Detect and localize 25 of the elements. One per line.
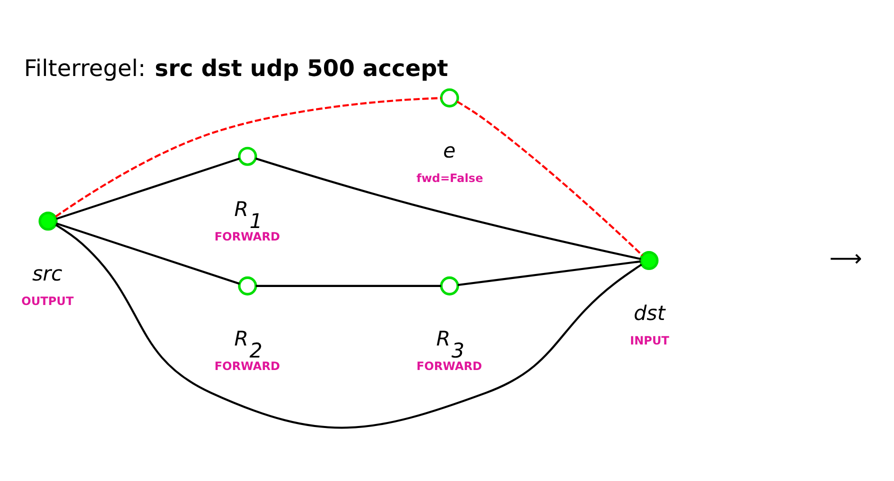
node-label: src (32, 261, 62, 286)
label: ⟶ (829, 246, 862, 272)
connector (55, 224, 642, 428)
node-label: FORWARD (416, 358, 482, 373)
node-circle (639, 250, 659, 270)
connector (55, 96, 442, 217)
node-circle (440, 88, 460, 107)
node-label: dst (634, 300, 666, 324)
connector (255, 157, 641, 260)
node-label: OUTPUT (21, 294, 74, 308)
node-label: FORWARD (214, 228, 280, 243)
connector (458, 260, 641, 286)
node-circle (440, 276, 460, 295)
node-label: fwd=False (416, 170, 484, 185)
node-circle (238, 146, 258, 166)
connector (456, 100, 644, 256)
node-label: INPUT (630, 333, 670, 348)
node-label: e (443, 138, 456, 162)
connector (56, 222, 240, 284)
node-circle (38, 211, 58, 230)
diagram-title: Filterregel: src dst udp 500 accept (24, 56, 448, 82)
node-label: FORWARD (214, 358, 280, 373)
connector (56, 157, 240, 220)
connector (256, 284, 442, 286)
node-circle (238, 276, 258, 295)
